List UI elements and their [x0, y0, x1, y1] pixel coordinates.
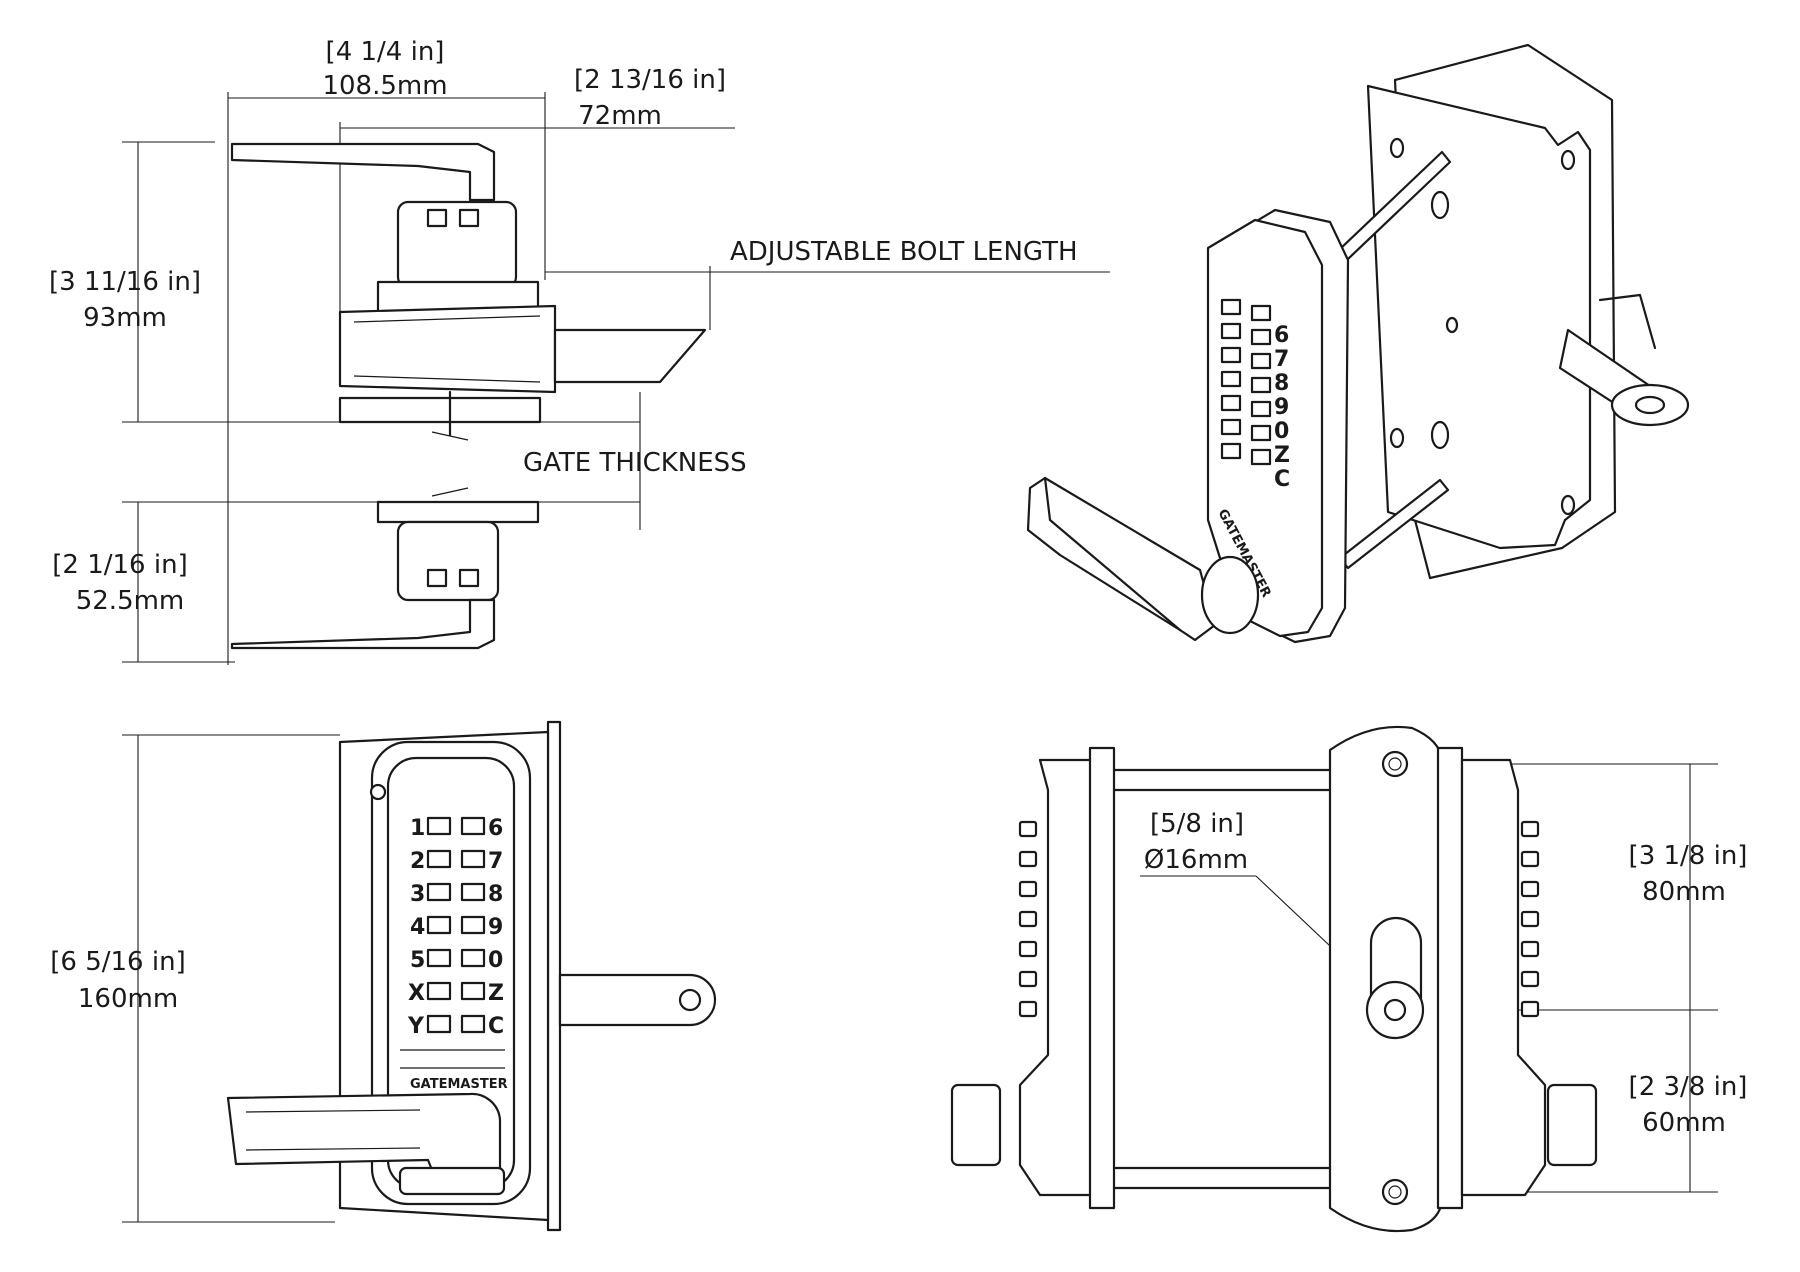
side-view: [5/8 in] Ø16mm [3 1/8 in] 80mm [2 3/8 in…: [950, 725, 1748, 1233]
right-buttons: [1520, 820, 1540, 1018]
overall-width-in: [4 1/4 in]: [326, 37, 445, 67]
upper-height-in: [3 11/16 in]: [49, 267, 201, 297]
iso-view: 6 7 8 9 0 Z C GATEMASTER: [1026, 43, 1690, 644]
gate-thickness-label: GATE THICKNESS: [523, 448, 747, 478]
upper-spacing-in: [3 1/8 in]: [1629, 841, 1748, 871]
key-z: Z: [488, 981, 504, 1006]
iso-key-8: 8: [1274, 371, 1289, 396]
key-8: 8: [488, 882, 503, 907]
iso-key-9: 9: [1274, 395, 1289, 420]
top-view: [4 1/4 in] 108.5mm [2 13/16 in] 72mm ADJ…: [49, 37, 1110, 665]
lower-height-mm: 52.5mm: [76, 586, 185, 616]
hole-dia-mm: Ø16mm: [1144, 845, 1248, 875]
iso-key-c: C: [1274, 467, 1290, 492]
key-c: C: [488, 1014, 504, 1039]
hole-dia-in: [5/8 in]: [1150, 809, 1244, 839]
bolt-offset-in: [2 13/16 in]: [574, 65, 726, 95]
key-5: 5: [410, 948, 425, 973]
upper-spacing-mm: 80mm: [1642, 877, 1726, 907]
iso-key-6: 6: [1274, 323, 1289, 348]
front-brand-label: GATEMASTER: [410, 1077, 508, 1092]
key-7: 7: [488, 849, 503, 874]
key-0: 0: [488, 948, 503, 973]
front-height-mm: 160mm: [78, 984, 178, 1014]
key-3: 3: [410, 882, 425, 907]
key-2: 2: [410, 849, 425, 874]
front-view: 1 2 3 4 5 X Y 6 7 8 9 0 Z C GATEMASTER […: [50, 720, 717, 1232]
key-1: 1: [410, 816, 425, 841]
adjustable-bolt-label: ADJUSTABLE BOLT LENGTH: [730, 237, 1078, 267]
front-height-in: [6 5/16 in]: [50, 947, 185, 977]
left-buttons: [1018, 820, 1038, 1018]
key-4: 4: [410, 915, 425, 940]
key-y: Y: [407, 1014, 425, 1039]
upper-height-mm: 93mm: [83, 303, 167, 333]
iso-keypad: 6 7 8 9 0 Z C: [1220, 298, 1290, 492]
key-6: 6: [488, 816, 503, 841]
front-keypad: 1 2 3 4 5 X Y 6 7 8 9 0 Z C: [407, 816, 504, 1039]
iso-key-z: Z: [1274, 443, 1290, 468]
lower-spacing-in: [2 3/8 in]: [1629, 1072, 1748, 1102]
iso-key-7: 7: [1274, 347, 1289, 372]
lower-height-in: [2 1/16 in]: [52, 550, 187, 580]
bolt-offset-mm: 72mm: [578, 101, 662, 131]
lower-spacing-mm: 60mm: [1642, 1108, 1726, 1138]
iso-key-0: 0: [1274, 419, 1289, 444]
key-x: X: [408, 981, 425, 1006]
key-9: 9: [488, 915, 503, 940]
overall-width-mm: 108.5mm: [322, 71, 447, 101]
